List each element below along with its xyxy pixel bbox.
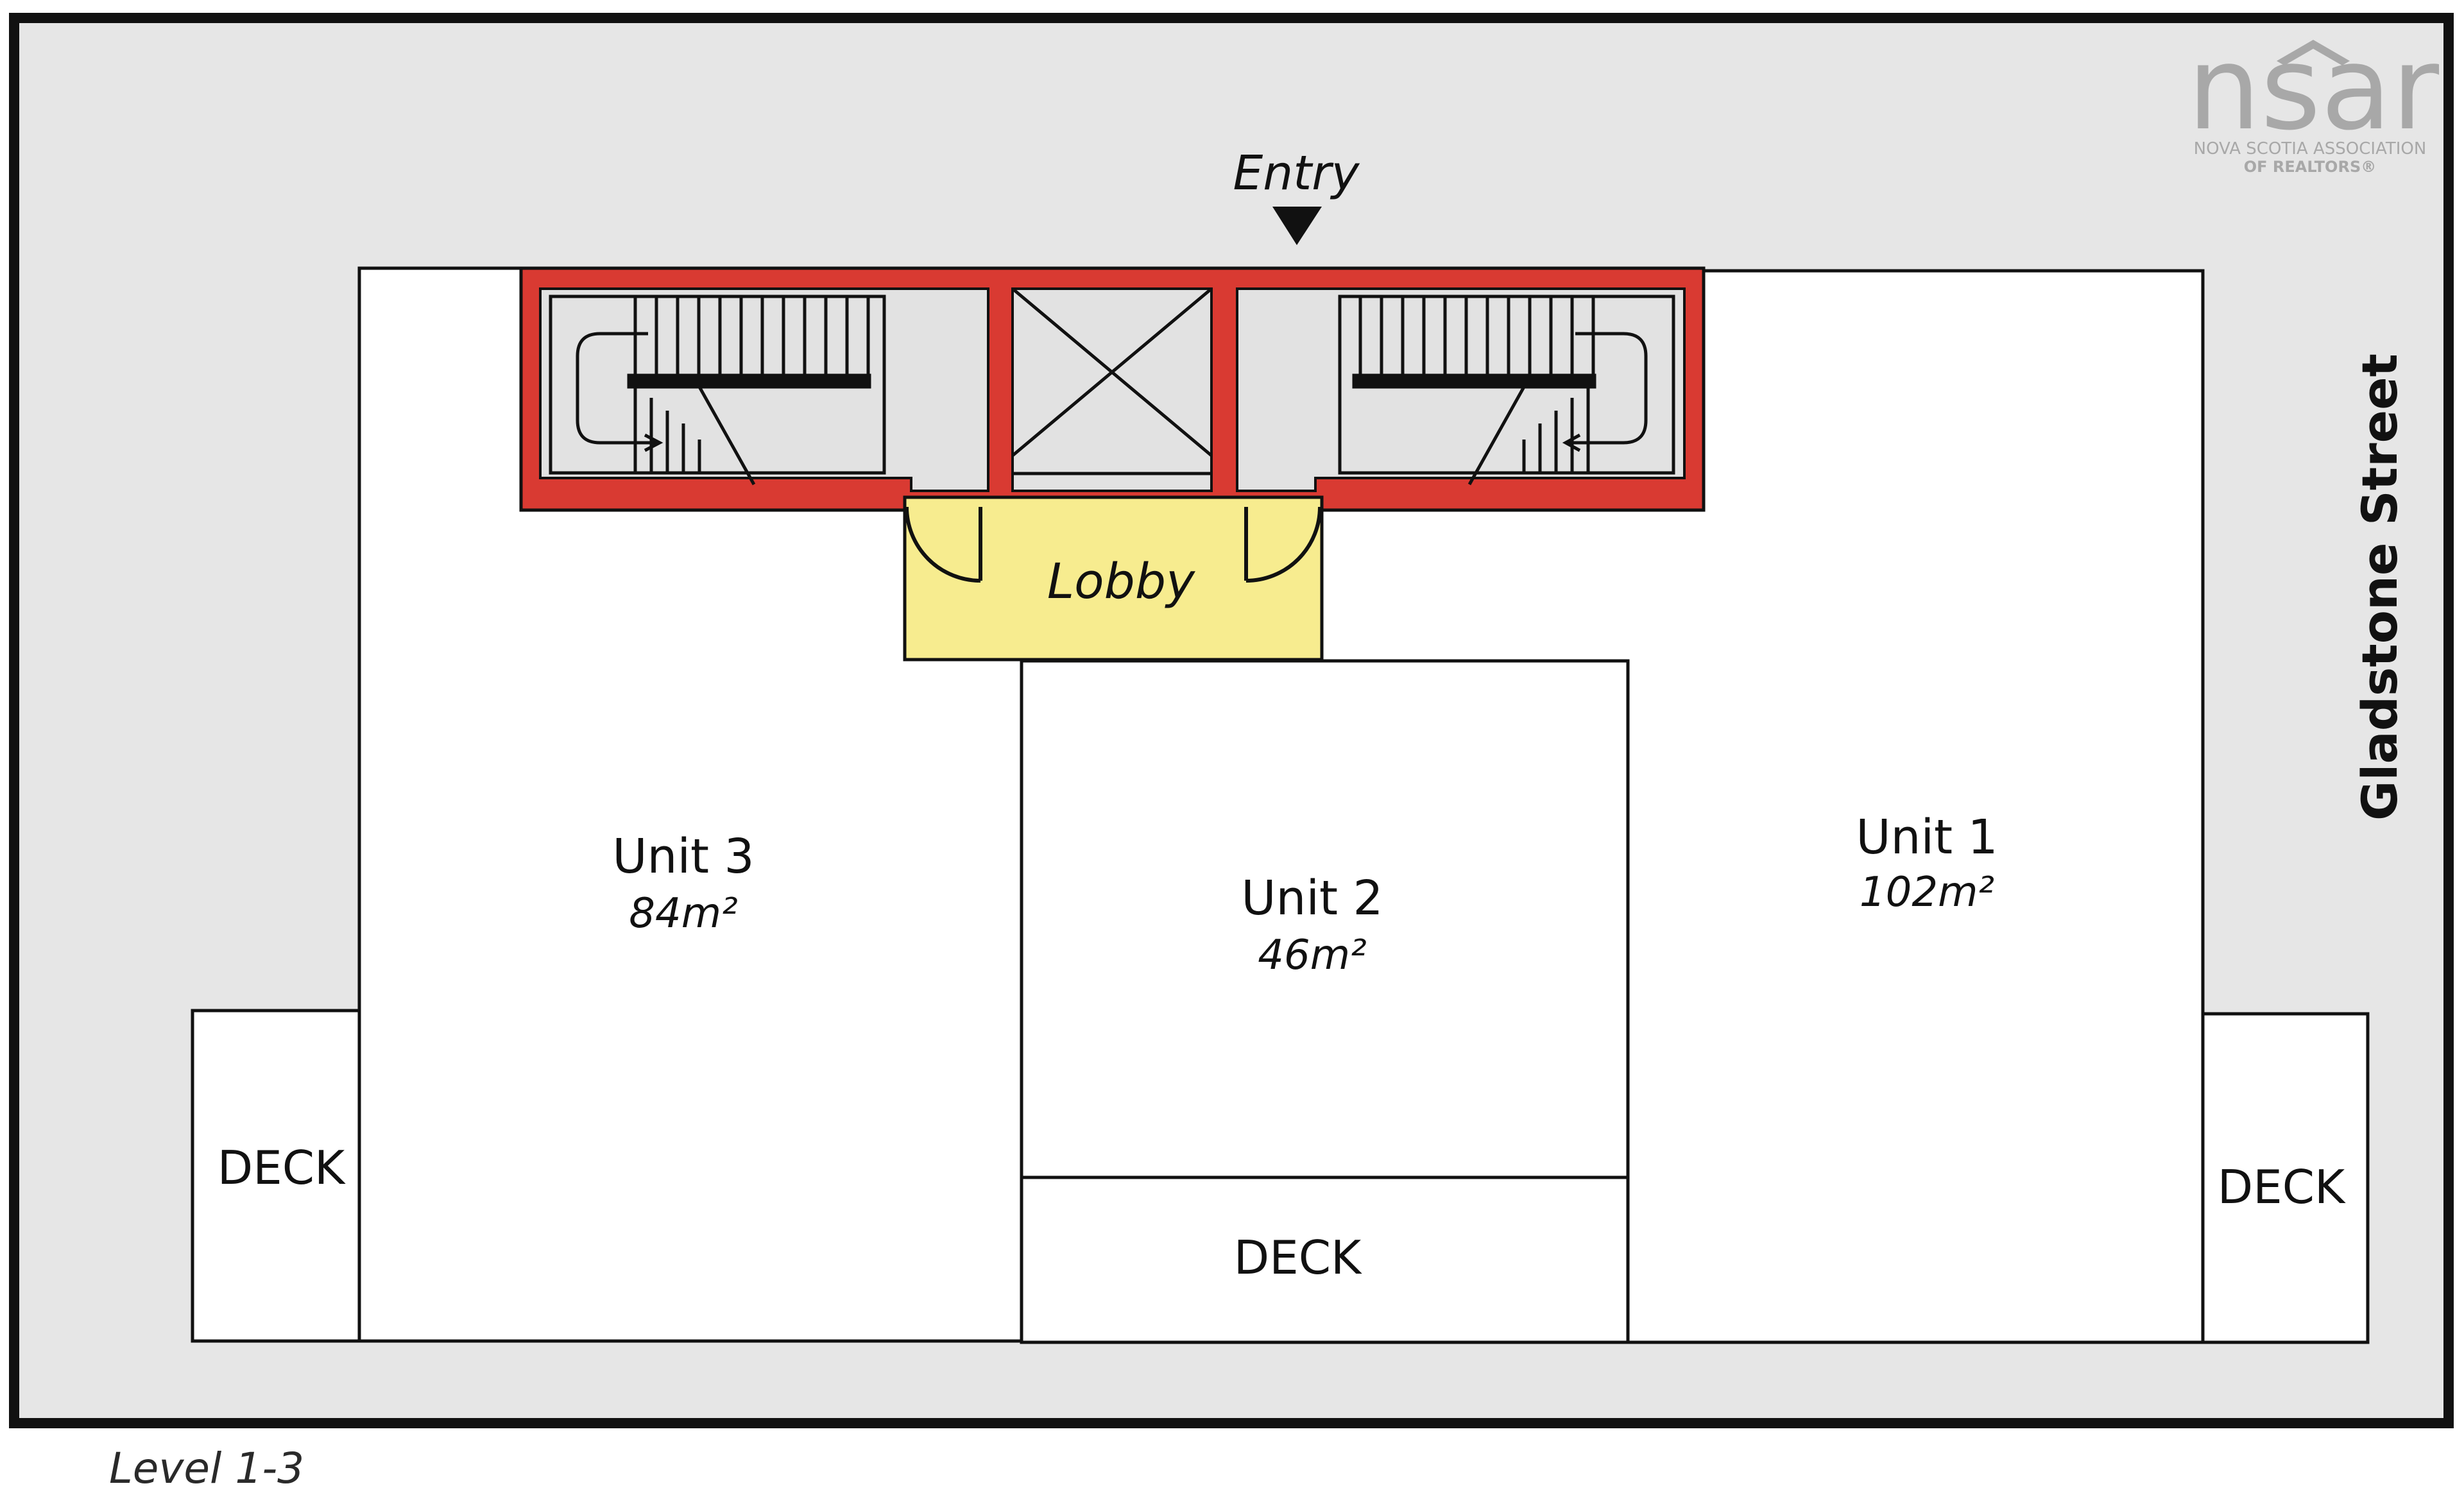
lobby-door-west [905, 506, 982, 583]
unit-2-area-label: 46m² [1258, 932, 1366, 979]
unit-3-area-label: 84m² [629, 890, 737, 937]
elevator-cross-b [1011, 287, 1213, 457]
east-stair-treads [1338, 295, 1675, 486]
lobby-label: Lobby [1047, 552, 1195, 610]
west-stair-treads [549, 295, 886, 486]
street-label: Gladstone Street [2351, 354, 2408, 821]
logo-line-1: NOVA SCOTIA ASSOCIATION [2194, 139, 2427, 158]
west-stairwell [539, 287, 989, 492]
entry-arrow-icon [1272, 207, 1322, 245]
unit-1-area-label: 102m² [1860, 869, 1994, 916]
elevator-shaft [1011, 287, 1213, 492]
lobby-door-east [1244, 506, 1322, 583]
deck-west-label: DECK [218, 1141, 346, 1195]
deck-west [191, 1009, 361, 1343]
unit-2-name: Unit 2 [1241, 871, 1383, 926]
deck-unit-2-label: DECK [1234, 1231, 1362, 1285]
logo-line-2: OF REALTORS® [2244, 158, 2376, 176]
deck-east-label: DECK [2218, 1160, 2346, 1214]
deck-unit-2 [1020, 1175, 1630, 1344]
entry-label: Entry [1233, 146, 1360, 201]
logo-roof-icon [2277, 40, 2350, 65]
level-caption: Level 1-3 [109, 1444, 305, 1493]
unit-1-name: Unit 1 [1856, 810, 1998, 865]
east-stairwell [1236, 287, 1686, 492]
nsar-logo: nsar NOVA SCOTIA ASSOCIATION OF REALTORS… [2187, 22, 2439, 176]
deck-east [2201, 1012, 2370, 1344]
unit-3-name: Unit 3 [612, 829, 754, 884]
